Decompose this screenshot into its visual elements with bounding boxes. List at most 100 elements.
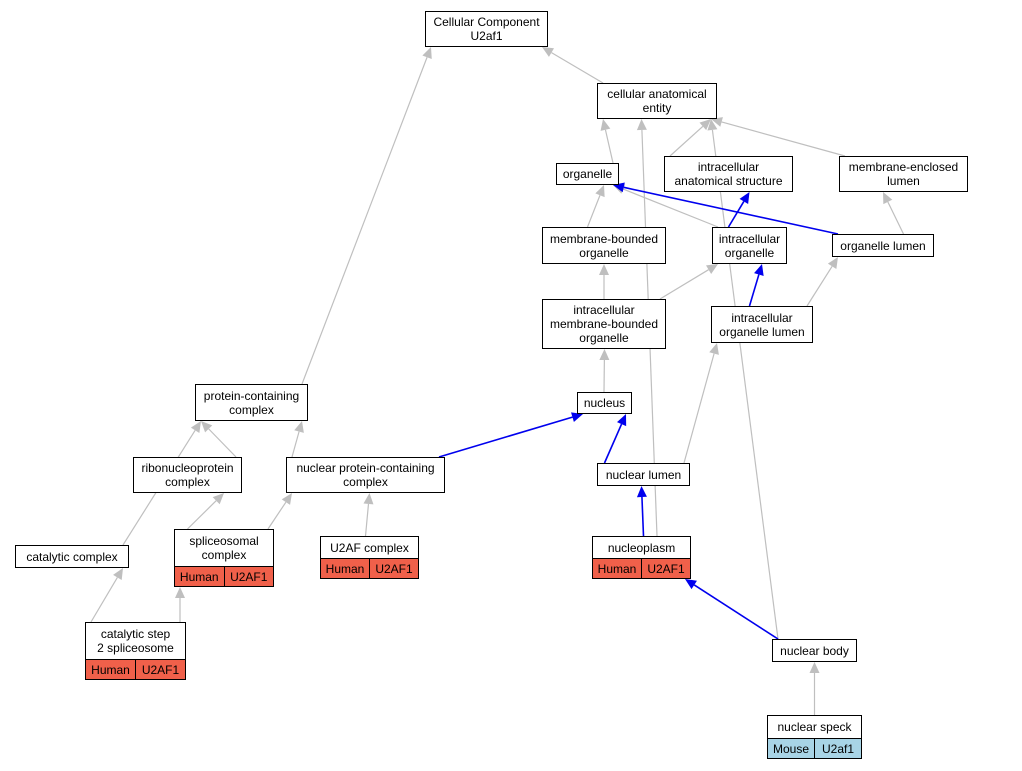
- edge-iol-to-io: [748, 274, 760, 307]
- arrowhead-icon: [809, 662, 820, 673]
- arrowhead-icon: [422, 47, 432, 60]
- node-label: Cellular Component U2af1: [433, 15, 540, 43]
- node-label: nuclear lumen: [605, 467, 682, 482]
- node-mel[interactable]: membrane-enclosed lumen: [839, 156, 968, 192]
- arrowhead-icon: [363, 493, 374, 505]
- edge-npcc-to-nucleus: [438, 416, 573, 458]
- node-nlumen[interactable]: nuclear lumen: [597, 463, 690, 486]
- node-cae[interactable]: cellular anatomical entity: [597, 83, 717, 119]
- edge-u2af-to-npcc: [364, 503, 370, 537]
- edge-cs2-to-catc: [90, 577, 118, 623]
- arrowhead-icon: [294, 421, 304, 433]
- node-npcc[interactable]: nuclear protein-containing complex: [286, 457, 445, 493]
- species-tag: Human: [321, 559, 369, 578]
- arrowhead-icon: [599, 264, 609, 275]
- edge-mbo-to-organelle: [586, 195, 601, 228]
- arrowhead-icon: [542, 47, 555, 57]
- arrowhead-icon: [711, 117, 723, 127]
- edge-splc-to-npcc: [267, 501, 287, 530]
- species-tag: Mouse: [768, 739, 814, 758]
- arrowhead-icon: [175, 587, 185, 598]
- arrowhead-icon: [617, 414, 627, 427]
- node-imbo[interactable]: intracellular membrane-bounded organelle: [542, 299, 666, 349]
- edge-nbody-to-cae: [711, 129, 779, 640]
- species-tag: Human: [86, 660, 135, 679]
- edge-organelle-to-cae: [604, 129, 614, 164]
- arrowhead-icon: [281, 493, 292, 505]
- arrowhead-icon: [827, 257, 838, 269]
- edge-nplasm-to-nlumen: [641, 496, 645, 537]
- arrowhead-icon: [705, 264, 718, 274]
- arrowhead-icon: [685, 579, 697, 590]
- edge-rnp-to-pcc: [208, 428, 237, 458]
- arrowhead-icon: [599, 349, 610, 361]
- arrowhead-icon: [883, 192, 893, 205]
- gene-tag: U2AF1: [369, 559, 418, 578]
- node-label: cellular anatomical entity: [607, 87, 707, 115]
- node-ias[interactable]: intracellular anatomical structure: [664, 156, 793, 192]
- node-label: intracellular membrane-bounded organelle: [549, 303, 659, 345]
- gene-tag: U2AF1: [223, 567, 273, 586]
- edge-io-to-ias: [727, 201, 745, 228]
- arrowhead-icon: [190, 421, 201, 433]
- node-label: protein-containing complex: [203, 388, 300, 417]
- edge-splc-to-rnp: [187, 500, 217, 530]
- node-label: membrane-enclosed lumen: [848, 160, 959, 188]
- node-label: nuclear body: [780, 643, 849, 658]
- arrowhead-icon: [739, 192, 750, 205]
- node-label: organelle lumen: [840, 238, 926, 253]
- edge-imbo-to-io: [659, 269, 709, 300]
- gene-tag: U2af1: [814, 739, 861, 758]
- node-label: intracellular anatomical structure: [674, 160, 783, 188]
- gene-tag: U2AF1: [135, 660, 185, 679]
- node-cc[interactable]: Cellular Component U2af1: [425, 11, 548, 47]
- node-io[interactable]: intracellular organelle: [712, 227, 787, 264]
- node-label: ribonucleoprotein complex: [141, 461, 234, 489]
- edge-io-to-organelle: [622, 188, 719, 228]
- node-pcc[interactable]: protein-containing complex: [195, 384, 308, 421]
- arrowhead-icon: [707, 119, 718, 131]
- edge-ol-to-organelle: [623, 186, 839, 235]
- node-mbo[interactable]: membrane-bounded organelle: [542, 227, 666, 264]
- node-nbody[interactable]: nuclear body: [772, 639, 857, 662]
- node-iol[interactable]: intracellular organelle lumen: [711, 306, 813, 343]
- arrowhead-icon: [754, 264, 764, 276]
- arrowhead-icon: [201, 421, 213, 433]
- node-label: nuclear protein-containing complex: [296, 461, 435, 489]
- node-label: catalytic complex: [26, 549, 118, 564]
- arrowhead-icon: [571, 412, 583, 422]
- arrowhead-icon: [113, 568, 123, 581]
- node-catc[interactable]: catalytic complex: [15, 545, 129, 568]
- node-rnp[interactable]: ribonucleoprotein complex: [133, 457, 242, 493]
- species-tag: Human: [175, 567, 224, 586]
- node-label: organelle: [562, 167, 613, 181]
- arrowhead-icon: [636, 486, 647, 498]
- edge-pcc-to-cc: [301, 57, 428, 385]
- node-label: intracellular organelle lumen: [719, 310, 805, 339]
- edge-iol-to-ol: [806, 265, 833, 307]
- node-organelle[interactable]: organelle: [556, 163, 619, 185]
- node-label: nuclear speck: [777, 720, 852, 734]
- edge-nbody-to-nplasm: [693, 584, 779, 640]
- node-ol[interactable]: organelle lumen: [832, 234, 934, 257]
- node-label: membrane-bounded organelle: [549, 231, 659, 260]
- node-nucleus[interactable]: nucleus: [577, 392, 632, 414]
- species-tag: Human: [593, 559, 641, 578]
- node-label: intracellular organelle: [718, 231, 781, 260]
- node-label: catalytic step 2 spliceosome: [97, 627, 174, 655]
- edge-mel-to-cae: [721, 121, 846, 157]
- node-label: U2AF complex: [330, 540, 409, 555]
- arrowhead-icon: [212, 493, 224, 505]
- node-label: spliceosomal complex: [189, 534, 259, 562]
- arrowhead-icon: [600, 119, 611, 131]
